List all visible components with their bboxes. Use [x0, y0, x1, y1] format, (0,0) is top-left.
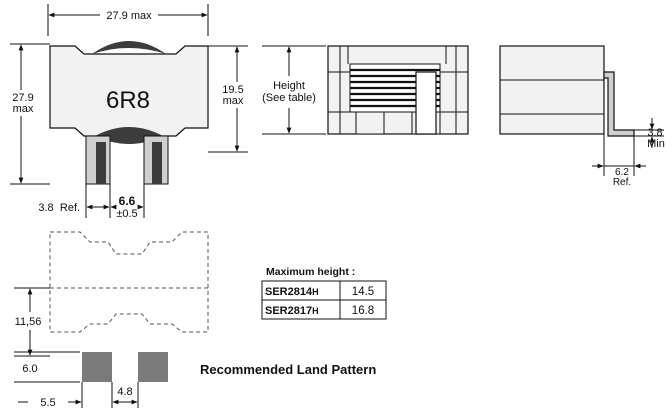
- front-terminal-left: [355, 111, 385, 135]
- dim-center-gap-value: 6.6: [119, 194, 136, 208]
- dim-terminal-min-suffix: Min: [647, 138, 665, 150]
- land-footprint-outline: [49, 231, 209, 333]
- row1-height: 14.5: [352, 286, 374, 298]
- land-pad-left: [82, 352, 112, 382]
- dim-ref-left-value: 3.8: [38, 202, 53, 214]
- front-view: Height (See table): [262, 45, 469, 135]
- dim-terminal-ref-suffix: Ref.: [613, 177, 631, 188]
- dim-land-pitch-value: 11,56: [15, 316, 42, 328]
- dim-height-see-table: Height (See table): [262, 45, 326, 135]
- dim-terminal-ref-value: 6.2: [615, 167, 629, 178]
- dim-left-height-suffix: max: [13, 103, 34, 115]
- svg-text:SER2814H: SER2814H: [265, 286, 319, 298]
- front-lead: [415, 71, 437, 135]
- row1-number: 2814: [288, 286, 313, 298]
- table-row: SER2817H 16.8: [265, 305, 374, 317]
- dim-land-pitch: 11,56: [14, 287, 50, 357]
- dim-pad-offset: 5.5: [18, 382, 83, 409]
- height-table: Maximum height : SER2814H 14.5 SER2817H …: [261, 266, 387, 320]
- dim-top-width-label: 27.9 max: [106, 10, 152, 22]
- row2-suffix: H: [312, 306, 319, 316]
- part-marking: 6R8: [106, 87, 150, 114]
- dim-left-height: 27.9 max: [10, 43, 50, 185]
- land-pattern-title: Recommended Land Pattern: [200, 362, 376, 377]
- dim-ref-left-suffix: Ref.: [60, 202, 80, 214]
- winding-window-top: [92, 41, 166, 54]
- terminal-right: [143, 135, 169, 185]
- dim-pad-height: 6.0: [14, 351, 80, 383]
- row2-number: 2817: [288, 305, 312, 317]
- row1-suffix: H: [312, 287, 319, 297]
- dim-center-gap-tol: ±0.5: [116, 208, 137, 220]
- row2-height: 16.8: [352, 305, 374, 317]
- land-pad-right: [138, 352, 168, 382]
- dim-height-label-2: (See table): [262, 92, 316, 104]
- side-view: 3.8 Min 6.2 Ref.: [499, 45, 665, 188]
- dim-left-height-value: 27.9: [12, 92, 33, 104]
- row1-prefix: SER: [265, 286, 288, 298]
- dim-pad-gap-value: 4.8: [117, 386, 132, 398]
- dim-right-height: 19.5 max: [208, 45, 248, 153]
- dim-terminal-ref: 3.8 Ref. 6.6 ±0.5: [38, 184, 145, 220]
- inductor-body: [49, 45, 209, 137]
- svg-text:SER2817H: SER2817H: [265, 305, 319, 317]
- dim-right-height-suffix: max: [223, 95, 244, 107]
- terminal-left: [85, 135, 111, 185]
- table-row: SER2814H 14.5: [265, 286, 374, 298]
- dim-height-label-1: Height: [273, 80, 305, 92]
- dim-right-height-value: 19.5: [222, 84, 243, 96]
- land-pattern: 11,56 6.0 5.5 4.8 Recommended Land Patte…: [14, 231, 376, 409]
- height-table-title: Maximum height :: [266, 266, 355, 278]
- dim-pad-height-value: 6.0: [22, 363, 37, 375]
- dim-terminal-min: 3.8 Min: [634, 118, 665, 150]
- dim-pad-offset-value: 5.5: [40, 397, 55, 409]
- dim-terminal-min-value: 3.8: [647, 127, 662, 139]
- row2-prefix: SER: [265, 305, 288, 317]
- top-view: 27.9 max 27.9 max 6R8: [10, 4, 248, 220]
- side-terminal: [603, 71, 635, 137]
- dim-top-width: 27.9 max: [47, 4, 209, 36]
- dim-pad-gap: 4.8: [111, 382, 139, 408]
- side-body: [499, 45, 605, 135]
- dim-terminal-ref-side: 6.2 Ref.: [592, 134, 646, 188]
